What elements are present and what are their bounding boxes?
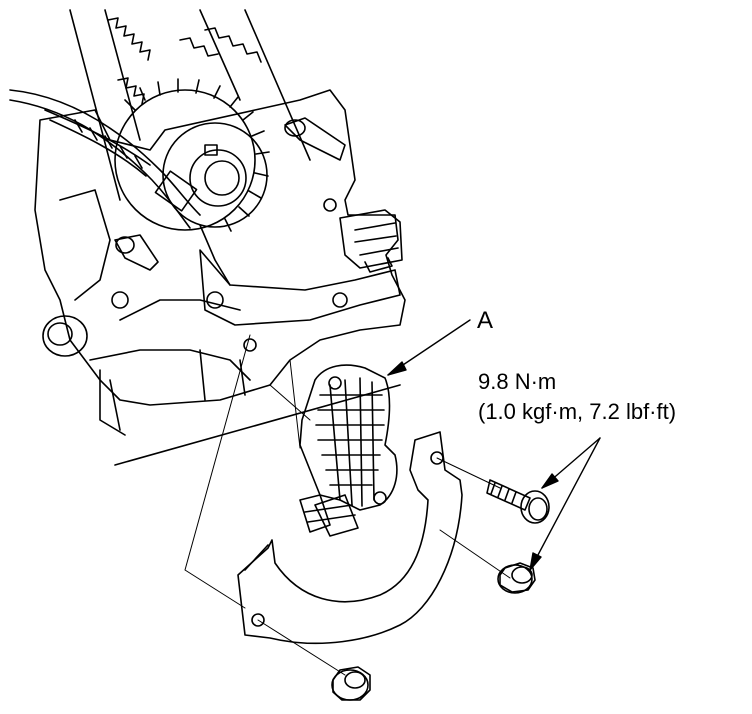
flange-bolt bbox=[486, 479, 550, 524]
engine-block bbox=[34, 9, 406, 466]
block-connector bbox=[339, 209, 403, 273]
torque-leaders bbox=[529, 437, 601, 571]
torque-spec: 9.8 N·m bbox=[478, 369, 557, 394]
sensor-bracket bbox=[237, 431, 463, 645]
block-bracket bbox=[199, 249, 401, 326]
bottom-nut bbox=[331, 666, 371, 701]
leader-a bbox=[387, 319, 471, 376]
torque-spec-imperial: (1.0 kgf·m, 7.2 lbf·ft) bbox=[478, 399, 677, 424]
wire-harness bbox=[9, 89, 231, 286]
studs bbox=[114, 117, 346, 271]
flange-nut bbox=[497, 562, 536, 594]
fasteners bbox=[331, 479, 550, 701]
crank-sprocket bbox=[114, 78, 270, 232]
timing-belt bbox=[107, 17, 262, 105]
part-label-a: A bbox=[477, 307, 494, 334]
sensor-a bbox=[299, 364, 398, 537]
assembly-lines bbox=[184, 334, 511, 676]
